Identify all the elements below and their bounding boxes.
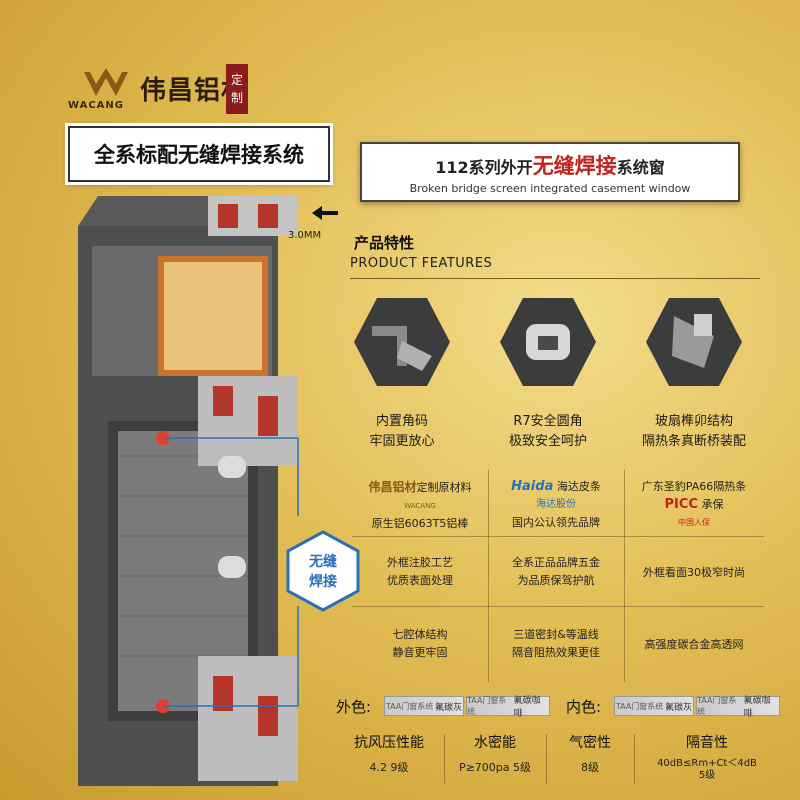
inner-color-swatch-coffee: TAA门窗系统氟碳咖啡 <box>696 696 780 719</box>
grid-cell-seal: 三道密封&等温线隔音阻热效果更佳 <box>512 628 600 659</box>
feature-grid: 伟昌铝材定制原材料 WACANG 原生铝6063T5铝棒 Haida 海达皮条 … <box>352 470 764 682</box>
grid-cell-haida: Haida 海达皮条 海达股份 国内公认领先品牌 <box>511 479 601 529</box>
feature-caption-1: 内置角码牢固更放心 <box>369 414 435 449</box>
perf-value-wind: 4.2 9级 <box>369 761 409 774</box>
right-title: 112系列外开无缝焊接系统窗 Broken bridge screen inte… <box>360 142 740 202</box>
right-subtitle: Broken bridge screen integrated casement… <box>409 182 691 195</box>
perf-label-sound: 隔音性 <box>686 735 728 751</box>
thickness-label: 3.0MM <box>288 230 322 241</box>
grid-cell-glue: 外框注胶工艺优质表面处理 <box>387 556 453 587</box>
outer-color-swatch-gray: TAA门窗系统氟碳灰 <box>384 696 464 716</box>
perf-label-wind: 抗风压性能 <box>354 735 424 751</box>
grid-cell-seven-cavity: 七腔体结构静音更牢固 <box>392 628 448 659</box>
arrow-left-icon <box>312 206 338 220</box>
outer-color-label: 外色: <box>336 698 372 716</box>
feature-caption-2: R7安全圆角极致安全呵护 <box>508 414 587 449</box>
corner-connector-hex-image <box>354 298 450 386</box>
grid-cell-mesh: 高强度碳合金高透网 <box>644 638 744 651</box>
perf-label-air: 气密性 <box>569 735 611 751</box>
logo-brand: WACANG <box>68 100 124 111</box>
grid-cell-hardware: 全系正品品牌五金为品质保驾护航 <box>512 556 600 587</box>
features-title-en: PRODUCT FEATURES <box>350 256 493 271</box>
perf-value-water: P≥700pa 5级 <box>458 761 532 774</box>
rounded-corner-hex-image <box>500 298 596 386</box>
mortise-structure-hex-image <box>646 298 742 386</box>
inner-color-swatch-gray: TAA门窗系统氟碳灰 <box>614 696 694 716</box>
grid-cell-picc: 广东圣豹PA66隔热条 PICC 承保 中国人保 <box>641 480 747 527</box>
badge-text: 无缝焊接 <box>309 554 337 590</box>
wacang-logo-icon <box>84 68 128 96</box>
inner-color-label: 内色: <box>566 698 602 716</box>
feature-caption-3: 玻扇榫卯结构隔热条真断桥装配 <box>641 414 746 449</box>
seamless-weld-badge <box>286 530 360 612</box>
left-title: 全系标配无缝焊接系统 <box>68 126 330 182</box>
grid-cell-material: 伟昌铝材定制原材料 WACANG 原生铝6063T5铝棒 <box>368 480 472 530</box>
perf-value-air: 8级 <box>581 761 599 774</box>
logo-stamp: 定制 <box>226 64 248 114</box>
window-section-illustration <box>78 196 299 786</box>
features-title: 产品特性 <box>354 234 415 252</box>
grid-cell-narrow-frame: 外框看面30极窄时尚 <box>643 566 745 579</box>
perf-label-water: 水密能 <box>474 735 516 751</box>
performance-table: 抗风压性能 4.2 9级 水密能 P≥700pa 5级 气密性 8级 隔音性 4… <box>334 730 780 786</box>
divider <box>350 278 760 279</box>
outer-color-swatch-coffee: TAA门窗系统氟碳咖啡 <box>466 696 550 719</box>
